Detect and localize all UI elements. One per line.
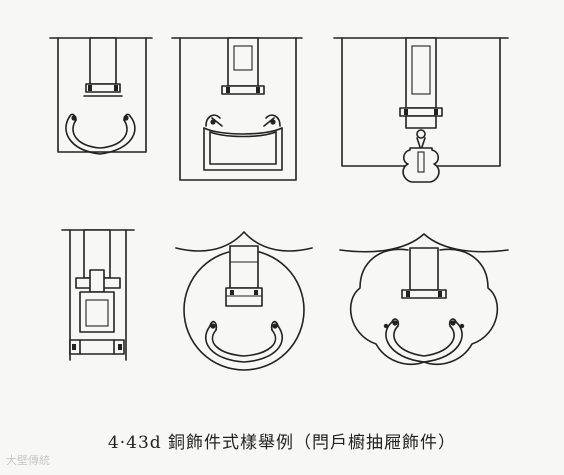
- fitting-2-bail-handle: [171, 37, 303, 181]
- fitting-3-hasp-pendant: [333, 37, 509, 183]
- fitting-1-pull-handle: [49, 37, 153, 155]
- figure-caption: 4·43d 銅飾件式樣舉例（閂戶櫥抽屜飾件）: [107, 433, 457, 453]
- fitting-6-cloud-plate: [339, 233, 509, 366]
- watermark: 大壁傳統: [6, 454, 50, 467]
- fitting-4-latch-plate: [61, 229, 135, 361]
- fitting-5-round-plate: [175, 231, 313, 371]
